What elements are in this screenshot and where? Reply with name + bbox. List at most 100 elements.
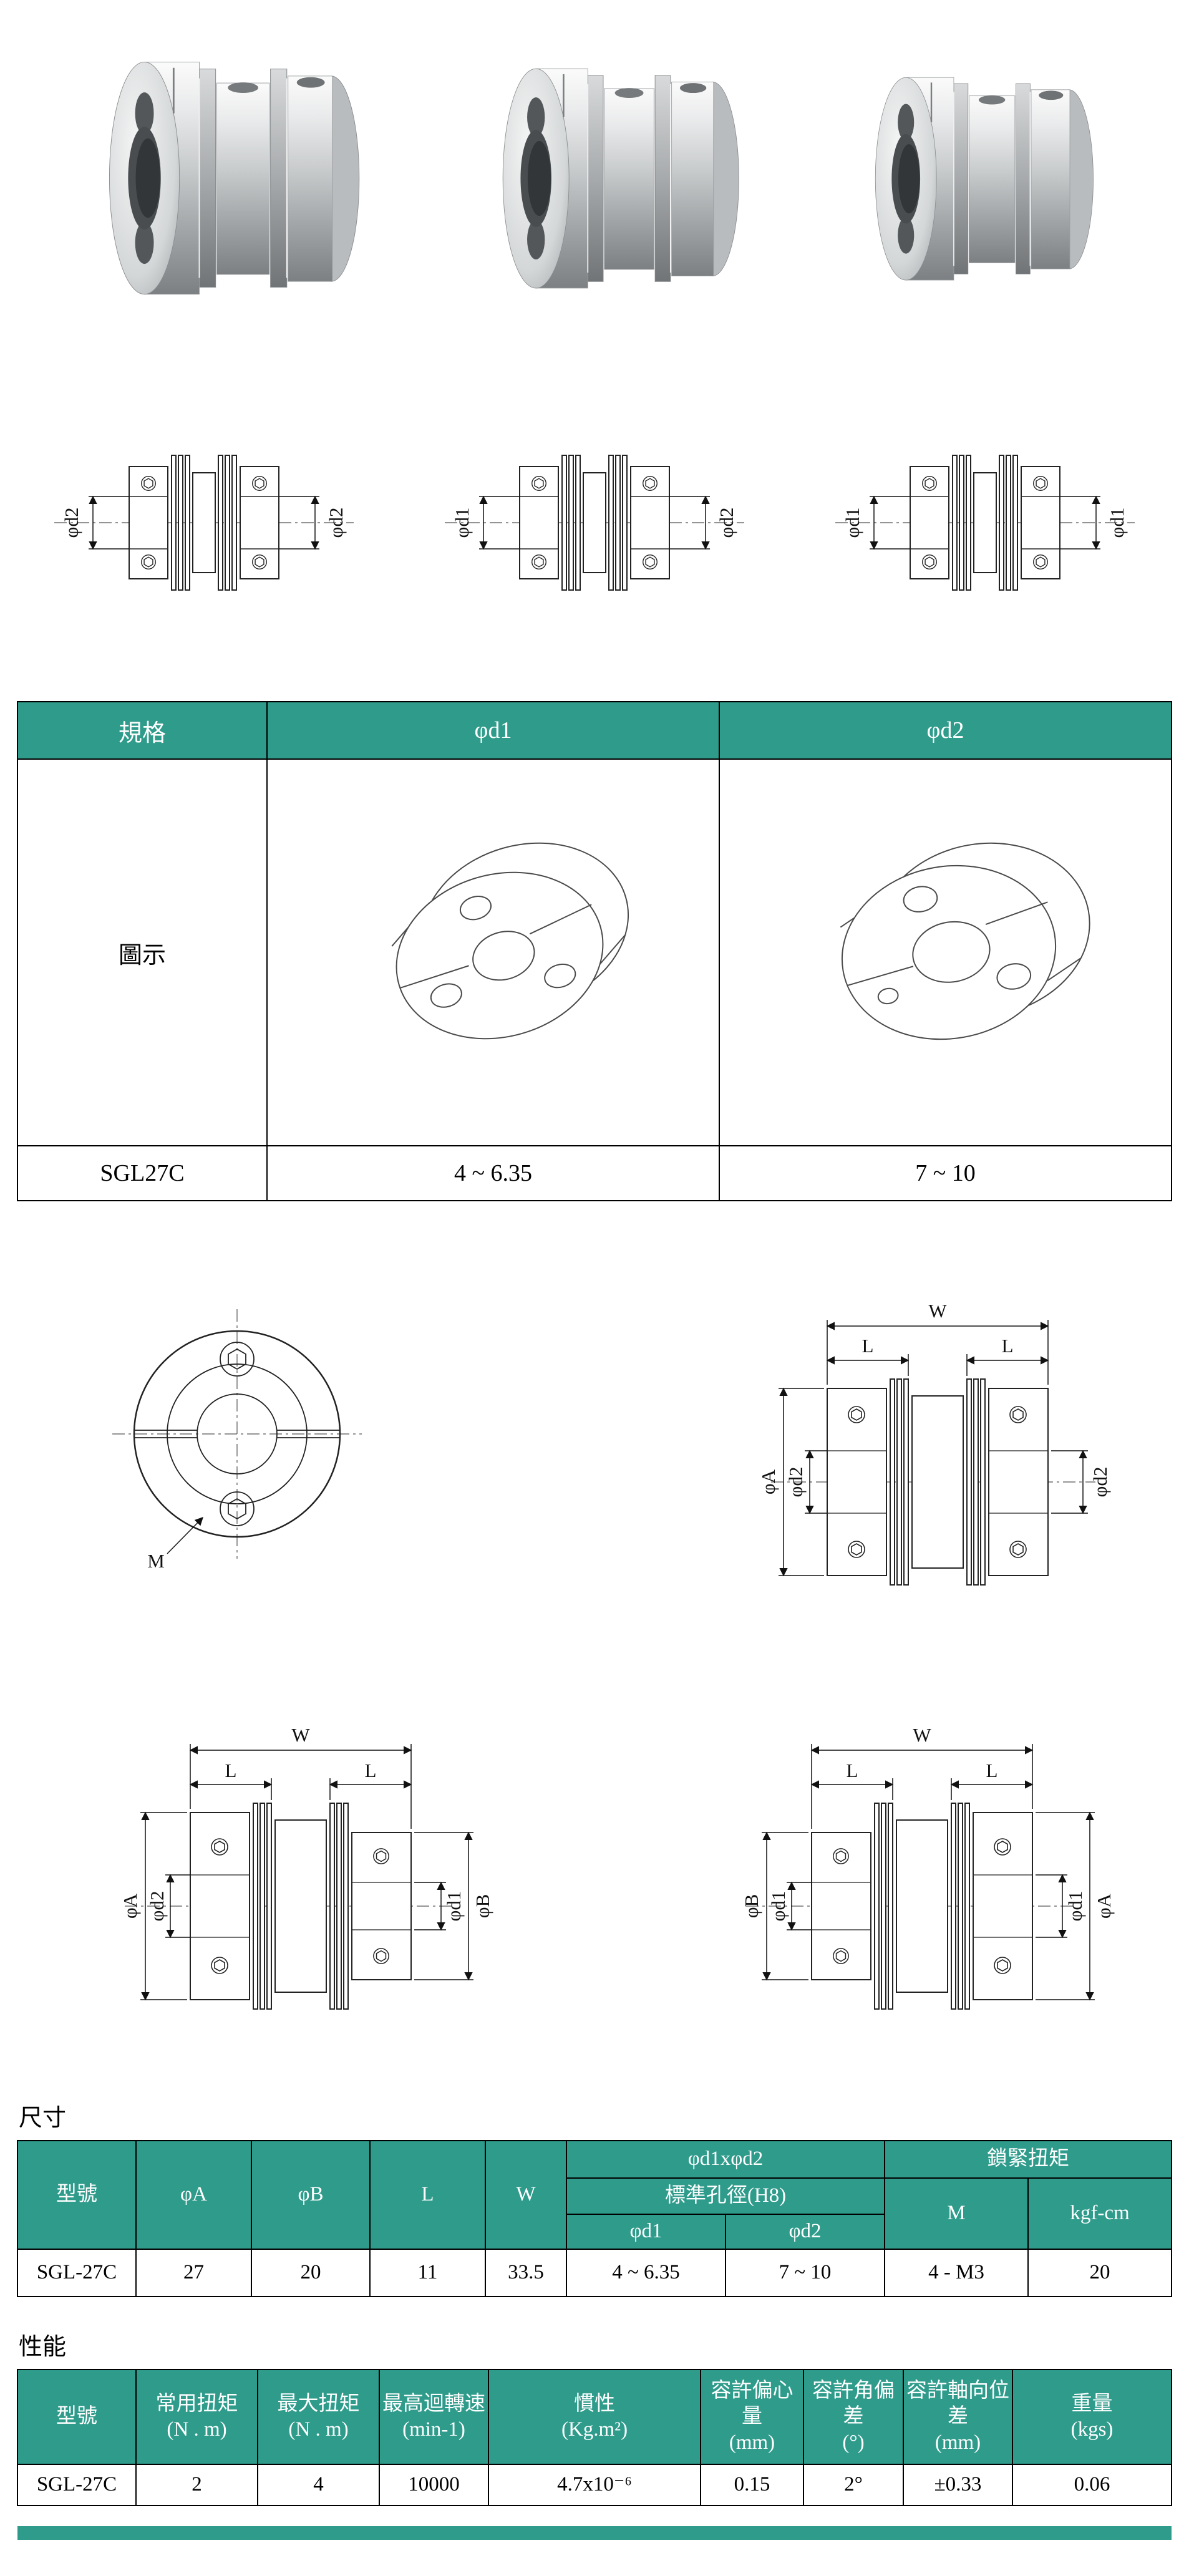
size-col-l: L <box>369 2140 486 2250</box>
dim-label-l1: L <box>225 1760 237 1781</box>
cross-section-row: φd2 φd2 φd1 φd2 φd1 φd1 <box>0 385 1189 660</box>
dimension-drawings-row-2: W L L φA φd2 φd1 φB <box>0 1669 1189 2068</box>
perf-col-angular: 容許角偏差 (°) <box>803 2369 904 2465</box>
size-model: SGL-27C <box>17 2249 137 2297</box>
size-col-w: W <box>485 2140 567 2250</box>
perf-col-weight-unit: (kgs) <box>1070 2418 1114 2441</box>
perf-max-speed: 10000 <box>379 2464 489 2506</box>
size-col-d2: φd2 <box>725 2214 885 2250</box>
size-table: 型號 φA φB L W φd1xφd2 鎖緊扭矩 標準孔徑(H8) M kgf… <box>17 2140 1172 2297</box>
perf-col-model: 型號 <box>17 2369 137 2465</box>
perf-col-max-speed-label: 最高迴轉速 <box>382 2392 485 2415</box>
size-col-lock-group: 鎖緊扭矩 <box>884 2140 1172 2179</box>
perf-col-max-torque-label: 最大扭矩 <box>277 2392 360 2415</box>
dim-label-left: φd2 <box>61 507 82 538</box>
perf-eccentricity: 0.15 <box>700 2464 804 2506</box>
dim-label-m: M <box>147 1550 165 1572</box>
side-view-drawing-right: W L L φB φd1 φd1 φA <box>637 1669 1173 2068</box>
size-m: 4 - M3 <box>884 2249 1029 2297</box>
perf-col-weight: 重量 (kgs) <box>1012 2369 1172 2465</box>
dim-label-b: φB <box>472 1894 493 1919</box>
perf-col-axial: 容許軸向位差 (mm) <box>903 2369 1013 2465</box>
size-d2: 7 ~ 10 <box>725 2249 885 2297</box>
dim-label-d1-right: φd1 <box>1064 1891 1086 1922</box>
perf-angular: 2° <box>803 2464 904 2506</box>
iso-hub-d1 <box>391 842 629 1040</box>
size-col-kgfcm: kgf-cm <box>1027 2177 1172 2250</box>
perf-col-inertia: 慣性 (Kg.m²) <box>488 2369 701 2465</box>
perf-col-eccentricity-label: 容許偏心量 <box>711 2380 793 2428</box>
perf-col-eccentricity: 容許偏心量 (mm) <box>700 2369 804 2465</box>
spec-illustration-label: 圖示 <box>17 758 268 1146</box>
perf-data-row: SGL-27C 2 4 10000 4.7x10⁻⁶ 0.15 2° ±0.33… <box>17 2464 1172 2506</box>
cross-section-svg-3 <box>817 385 1153 660</box>
perf-col-normal-torque: 常用扭矩 (N . m) <box>135 2369 258 2465</box>
dim-label-a: φA <box>119 1893 141 1919</box>
perf-col-normal-torque-unit: (N . m) <box>167 2418 227 2441</box>
dim-label-w: W <box>928 1300 947 1322</box>
dim-label-d2: φd2 <box>146 1891 168 1922</box>
dimension-drawings-row-1: M <box>0 1232 1189 1644</box>
cross-section-svg-2 <box>426 385 763 660</box>
size-b: 20 <box>251 2249 371 2297</box>
spec-illustration-d2-cell <box>719 758 1172 1146</box>
dim-label-b: φB <box>740 1894 762 1919</box>
side-view-svg-top <box>771 1320 1095 1586</box>
dim-label-a: φA <box>757 1469 779 1495</box>
perf-col-axial-unit: (mm) <box>934 2431 981 2454</box>
size-col-m: M <box>884 2177 1029 2250</box>
size-d1: 4 ~ 6.35 <box>566 2249 726 2297</box>
cross-section-drawing-3: φd1 φd1 <box>817 385 1153 660</box>
side-view-drawing-left: W L L φA φd2 φd1 φB <box>16 1669 552 2068</box>
size-col-b: φB <box>251 2140 371 2250</box>
dim-label-l1: L <box>846 1760 858 1781</box>
dim-label-w: W <box>291 1724 310 1746</box>
product-render-2 <box>447 30 789 337</box>
dim-label-d1-left: φd1 <box>767 1891 789 1922</box>
side-view-svg-right <box>746 1744 1095 2010</box>
size-col-a: φA <box>135 2140 252 2250</box>
size-w: 33.5 <box>485 2249 567 2297</box>
perf-col-axial-label: 容許軸向位差 <box>906 2380 1009 2428</box>
performance-table: 型號 常用扭矩 (N . m) 最大扭矩 (N . m) 最高迴轉速 (min-… <box>17 2369 1172 2506</box>
perf-col-inertia-unit: (Kg.m²) <box>561 2418 628 2441</box>
dim-label-left: φd1 <box>451 507 473 538</box>
perf-normal-torque: 2 <box>135 2464 258 2506</box>
dim-label-l1: L <box>861 1335 874 1357</box>
dim-label-d1: φd1 <box>443 1891 465 1922</box>
perf-axial: ±0.33 <box>903 2464 1013 2506</box>
perf-col-max-speed-unit: (min-1) <box>402 2418 465 2441</box>
perf-col-angular-unit: (°) <box>842 2431 865 2454</box>
dim-label-l2: L <box>364 1760 377 1781</box>
size-a: 27 <box>135 2249 252 2297</box>
spec-header-spec: 規格 <box>17 701 268 760</box>
dim-label-right: φd2 <box>325 507 347 538</box>
product-renders-row <box>0 9 1189 358</box>
spec-header-d2: φd2 <box>719 701 1172 760</box>
cross-section-svg-1 <box>36 385 372 660</box>
size-col-bore-group: φd1xφd2 <box>566 2140 885 2179</box>
perf-col-eccentricity-unit: (mm) <box>729 2431 775 2454</box>
size-col-model: 型號 <box>17 2140 137 2250</box>
perf-max-torque: 4 <box>257 2464 380 2506</box>
dim-label-right: φd2 <box>716 507 737 538</box>
perf-weight: 0.06 <box>1012 2464 1172 2506</box>
perf-col-normal-torque-label: 常用扭矩 <box>155 2392 238 2415</box>
side-view-svg-left <box>125 1744 473 2010</box>
dim-label-a: φA <box>1093 1893 1115 1919</box>
spec-model: SGL27C <box>17 1145 268 1201</box>
dim-label-l2: L <box>1001 1335 1014 1357</box>
front-view-svg <box>112 1309 362 1559</box>
size-col-d1: φd1 <box>566 2214 726 2250</box>
perf-col-inertia-label: 慣性 <box>574 2392 615 2415</box>
perf-col-max-torque-unit: (N . m) <box>288 2418 349 2441</box>
cross-section-drawing-2: φd1 φd2 <box>426 385 763 660</box>
iso-hub-d2 <box>840 842 1090 1040</box>
cross-section-drawing-1: φd2 φd2 <box>36 385 372 660</box>
spec-d1-range: 4 ~ 6.35 <box>266 1145 720 1201</box>
next-table-edge-strip <box>17 2526 1172 2540</box>
perf-col-max-torque: 最大扭矩 (N . m) <box>257 2369 380 2465</box>
size-kgfcm: 20 <box>1027 2249 1172 2297</box>
dim-label-d2-left: φd2 <box>785 1466 807 1498</box>
